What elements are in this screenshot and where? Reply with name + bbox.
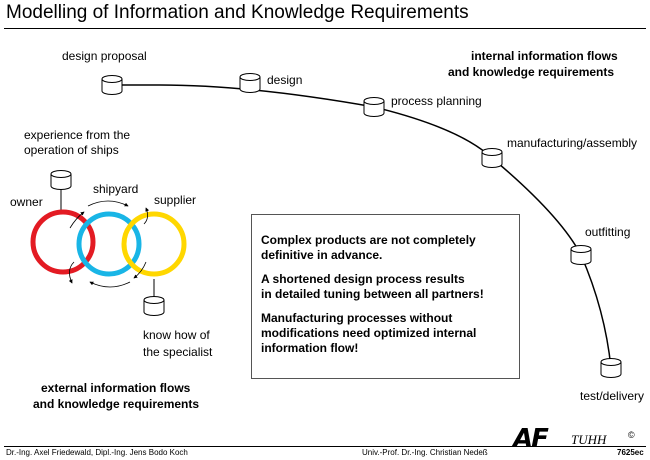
database-icon-test-delivery [600, 358, 622, 378]
stage-label-process-planning: process planning [391, 94, 482, 108]
external-flows-heading-line2: and knowledge requirements [33, 397, 199, 411]
stage-label-design: design [267, 73, 302, 87]
owner-label: owner [10, 195, 43, 209]
stage-label-outfitting: outfitting [585, 225, 630, 239]
copyright-mark: © [628, 430, 635, 440]
knowhow-label-line2: the specialist [143, 345, 213, 359]
shipyard-ring [76, 211, 142, 277]
flow-arrow-right [143, 207, 150, 225]
statement-2: A shortened design process results in de… [261, 272, 484, 301]
database-icon-process-planning [363, 97, 385, 117]
stage-label-test-delivery: test/delivery [580, 389, 644, 403]
experience-label-line2: operation of ships [24, 143, 119, 157]
af-tuhh-logo: AF TUHH [513, 424, 613, 454]
knowhow-label: know how of [143, 328, 210, 342]
statement-1: Complex products are not completely defi… [261, 233, 476, 262]
statement-box: Complex products are not completely defi… [251, 214, 520, 379]
logo-tuhh-mark: TUHH [571, 432, 607, 447]
footer-authors: Dr.-Ing. Axel Friedewald, Dipl.-Ing. Jen… [6, 448, 188, 457]
flow-arrow-top [87, 200, 129, 207]
database-icon-manufacturing [481, 148, 503, 168]
database-icon-outfitting [570, 245, 592, 265]
stage-label-manufacturing: manufacturing/assembly [507, 136, 637, 150]
slide-code: 7625ec [617, 448, 644, 457]
flow-arrow-upper-left [69, 211, 85, 229]
supplier-ring [121, 211, 187, 277]
stage-label-design-proposal: design proposal [62, 49, 147, 63]
flow-arrow-left [68, 261, 75, 284]
logo-af-mark: AF [513, 424, 549, 454]
footer-professor: Univ.-Prof. Dr.-Ing. Christian Nedeß [362, 448, 488, 457]
statement-3: Manufacturing processes without modifica… [261, 311, 477, 355]
supplier-label: supplier [154, 193, 196, 207]
internal-flows-heading: internal information flows [471, 49, 618, 63]
footer-divider [4, 446, 646, 447]
owner-ring [30, 209, 96, 275]
flow-arrow-bottom [89, 281, 131, 288]
flow-arrow-lower-right [133, 261, 147, 279]
database-icon-specialist [143, 296, 165, 316]
shipyard-label: shipyard [93, 182, 138, 196]
database-icon-ship-operation [50, 170, 72, 190]
database-icon-design-proposal [101, 75, 123, 95]
external-flows-heading: external information flows [41, 381, 191, 395]
title-divider [4, 28, 646, 29]
database-icon-design [239, 73, 261, 93]
internal-flows-heading-line2: and knowledge requirements [448, 65, 614, 79]
experience-label: experience from the [24, 128, 130, 142]
page-title: Modelling of Information and Knowledge R… [6, 2, 469, 23]
